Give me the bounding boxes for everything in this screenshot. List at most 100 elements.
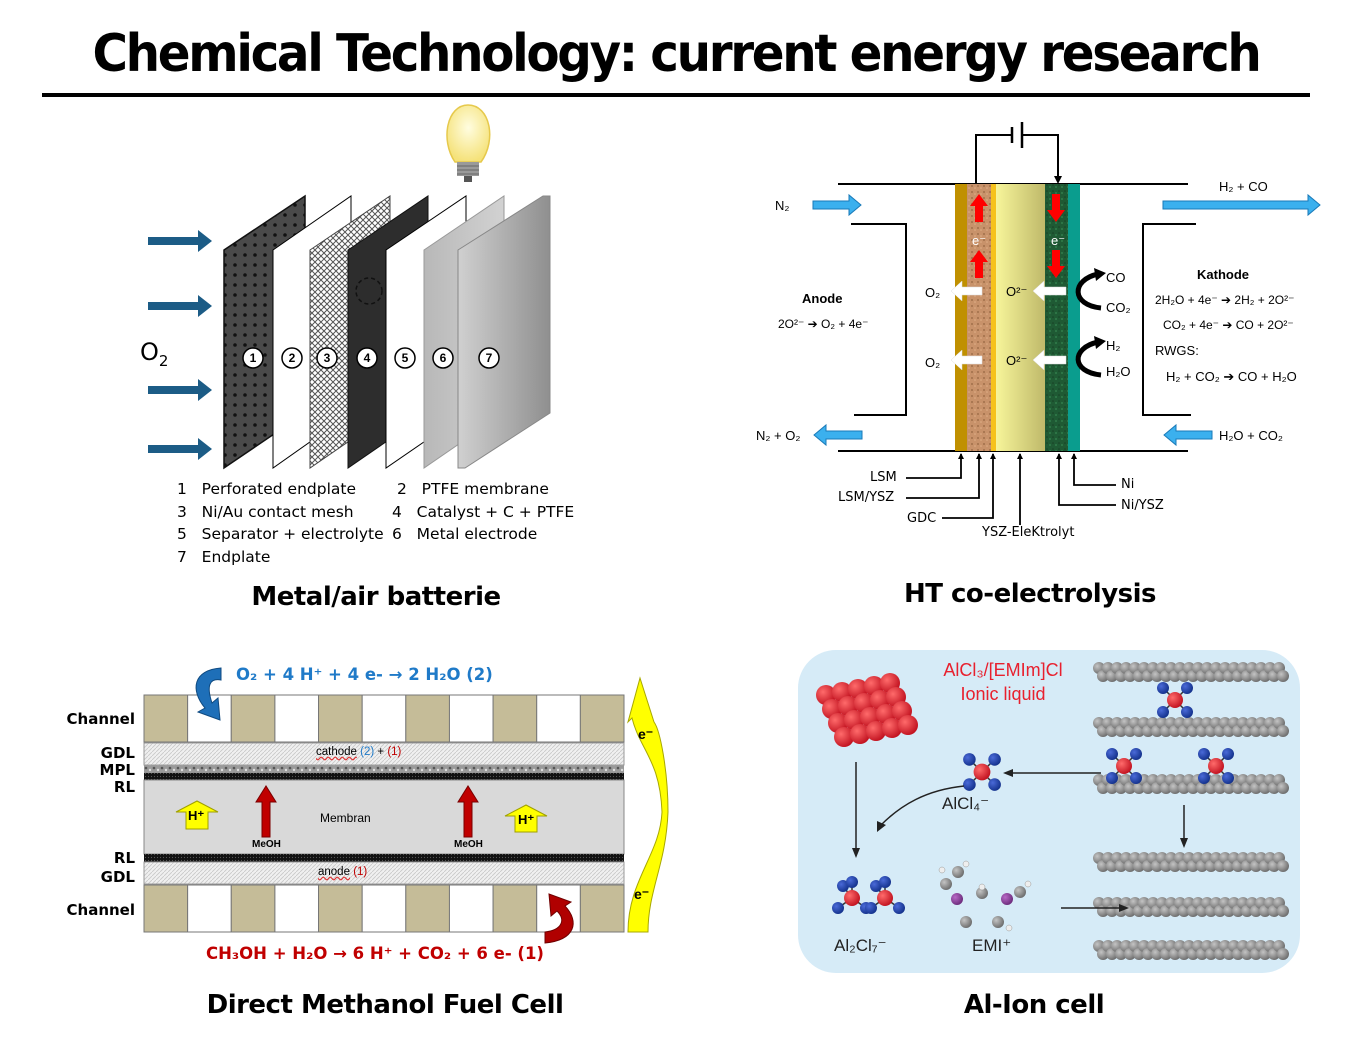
carbon-atom	[1277, 905, 1289, 917]
kathode-title: Kathode	[1197, 267, 1249, 282]
channel-rib	[579, 694, 625, 743]
channel-rib	[318, 884, 363, 933]
channel-top	[143, 694, 625, 743]
channel-rib	[143, 884, 189, 933]
legend-item: 2 PTFE membrane	[397, 480, 549, 498]
label-gdc: GDC	[907, 511, 937, 526]
methanol-arrow-icon	[255, 785, 479, 838]
outlet-right-label: H₂ + CO	[1219, 179, 1268, 194]
aluminum-atom	[866, 721, 886, 741]
channel-gap	[274, 884, 320, 933]
carbon-atom	[1277, 670, 1289, 682]
hydrogen-atom	[938, 866, 946, 874]
rl-cathode	[144, 773, 624, 780]
co-label: CO	[1106, 270, 1126, 285]
channel-rib	[579, 884, 625, 933]
chlorine-atom	[1222, 748, 1234, 760]
legend-item: 1 Perforated endplate	[177, 480, 357, 498]
cathode-reaction: O₂ + 4 H⁺ + 4 e- → 2 H₂O (2)	[236, 665, 493, 684]
carbon-atom	[1277, 782, 1289, 794]
svg-text:6: 6	[440, 351, 447, 365]
reaction-arrow-icon	[855, 762, 1185, 909]
chlorine-atom	[870, 880, 882, 892]
mpl-layer	[144, 765, 624, 773]
chlorine-atom	[963, 753, 976, 766]
o2-label-1: O₂	[925, 285, 941, 300]
anode-equation: 2O²⁻ ➔ O₂ + 4e⁻	[778, 317, 869, 331]
label-rl-top: RL	[113, 778, 135, 796]
layer-number-badges: 1 2 3 4 5 6 7	[242, 347, 500, 369]
chlorine-atom	[988, 753, 1001, 766]
aluminum-atom	[1208, 758, 1224, 774]
emi-label: EMI⁺	[972, 936, 1012, 955]
label-lsm-ysz: LSM/YSZ	[838, 490, 895, 505]
al2cl7-label: Al₂Cl₇⁻	[834, 936, 887, 955]
channel-rib	[492, 884, 538, 933]
chlorine-atom	[1106, 748, 1118, 760]
ht-cell-diagram	[812, 122, 1321, 525]
legend-item: 4 Catalyst + C + PTFE	[392, 502, 575, 521]
label-gdl-top: GDL	[100, 744, 135, 762]
aluminum-atom	[850, 724, 870, 744]
al-ion-caption: Al-Ion cell	[963, 990, 1105, 1020]
label-ni: Ni	[1121, 477, 1135, 492]
co2-label: CO₂	[1106, 300, 1131, 315]
chlorine-atom	[1181, 706, 1193, 718]
power-source-wire	[975, 134, 1059, 184]
aluminum-atom	[1116, 758, 1132, 774]
anode-chamber	[851, 223, 907, 416]
inflow-arrow-icon	[148, 230, 212, 460]
hydrogen-atom	[1024, 880, 1032, 888]
page-title: Chemical Technology: current energy rese…	[92, 24, 1262, 84]
chlorine-atom	[846, 876, 858, 888]
electron-flow-arrow-icon	[627, 676, 669, 933]
graphite-layers-icon	[1093, 662, 1289, 960]
channel-rib	[492, 694, 538, 743]
carbon-atom	[1277, 948, 1289, 960]
channel-gap	[361, 884, 407, 933]
svg-text:3: 3	[324, 351, 331, 365]
legend-item: 3 Ni/Au contact mesh	[177, 502, 354, 521]
anode-layer-label: anode (1)	[318, 866, 368, 878]
outlet-left-label: N₂ + O₂	[756, 428, 801, 443]
metal-air-caption: Metal/air batterie	[251, 582, 501, 612]
layer-leader-lines	[906, 454, 1116, 525]
chlorine-atom	[963, 778, 976, 791]
kathode-equation-1: 2H₂O + 4e⁻ ➔ 2H₂ + 2O²⁻	[1155, 293, 1295, 307]
proton-label-1: H⁺	[188, 808, 205, 823]
hydrogen-atom	[1005, 924, 1013, 932]
aluminum-atom	[1167, 692, 1183, 708]
label-ni-ysz: Ni/YSZ	[1121, 498, 1164, 513]
aluminum-atom	[834, 727, 854, 747]
meoh-label-2: MeOH	[454, 839, 483, 850]
chlorine-atom	[832, 902, 844, 914]
flow-arrow-icon	[812, 193, 1321, 447]
hydrogen-atom	[962, 860, 970, 868]
chlorine-atom	[1222, 772, 1234, 784]
emi-atom	[940, 878, 952, 890]
aluminum-cluster-icon	[816, 673, 918, 747]
alcl4-label: AlCl₄⁻	[942, 794, 990, 813]
al-ion-diagram	[798, 650, 1300, 973]
legend-item: 7 Endplate	[177, 547, 271, 566]
rwgs-label: RWGS:	[1155, 343, 1199, 358]
layer-lsm-ysz	[967, 184, 991, 451]
al-ion-panel: AlCl₃/[EMIm]Cl Ionic liquid AlCl₄⁻ Al₂Cl…	[676, 640, 1352, 1043]
carbon-atom	[1277, 725, 1289, 737]
channel-gap	[187, 884, 232, 933]
chlorine-atom	[837, 880, 849, 892]
emi-atom	[951, 893, 963, 905]
svg-text:5: 5	[402, 351, 409, 365]
emi-atom	[992, 916, 1004, 928]
channel-rib	[230, 694, 276, 743]
channel-bottom	[143, 884, 625, 933]
channel-rib	[318, 694, 363, 743]
chlorine-atom	[865, 902, 877, 914]
svg-text:2: 2	[289, 351, 296, 365]
gas-conversion-arrow-icon	[1075, 271, 1102, 378]
gdl-anode	[143, 861, 625, 885]
emi-atom	[1014, 886, 1026, 898]
chlorine-atom	[1130, 748, 1142, 760]
alcl4-molecule-icon	[963, 682, 1234, 791]
h2-label: H₂	[1106, 338, 1121, 353]
